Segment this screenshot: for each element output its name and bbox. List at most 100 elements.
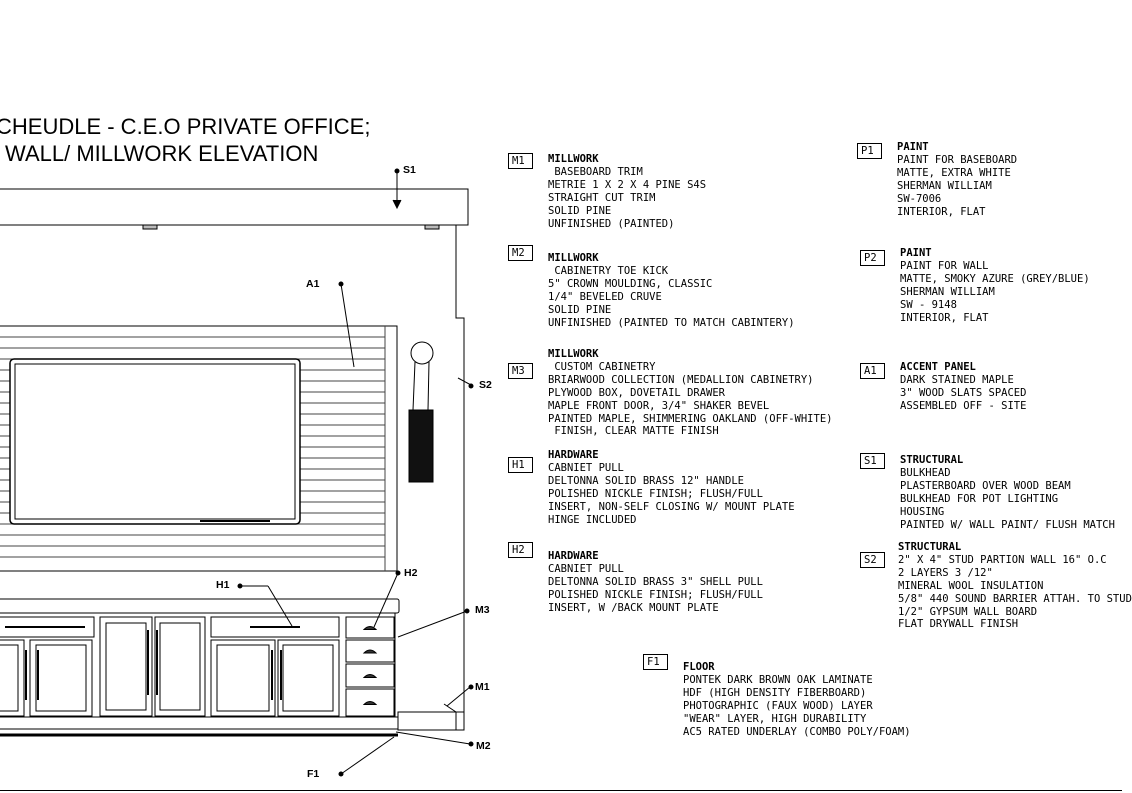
spec-line: INTERIOR, FLAT	[897, 205, 986, 218]
shell-pull	[362, 674, 378, 678]
spec-line: MATTE, EXTRA WHITE	[897, 166, 1011, 179]
spec-line: DELTONNA SOLID BRASS 12" HANDLE	[548, 474, 744, 487]
spec-line: INTERIOR, FLAT	[900, 311, 989, 324]
spec-line: 5" CROWN MOULDING, CLASSIC	[548, 277, 713, 290]
spec-line: BULKHEAD FOR POT LIGHTING	[900, 492, 1059, 505]
spec-line: CUSTOM CABINETRY	[548, 360, 656, 373]
spec-heading: HARDWARE	[548, 449, 599, 461]
cabinet-door-panel	[282, 644, 334, 712]
spec-heading: FLOOR	[683, 661, 715, 673]
spec-heading: PAINT	[900, 247, 932, 259]
spec-heading: STRUCTURAL	[898, 541, 962, 553]
cabinet-door	[0, 639, 25, 717]
spec-line: 5/8" 440 SOUND BARRIER ATTAH. TO STUD	[898, 592, 1132, 605]
drawer-stack	[345, 616, 395, 717]
spec-heading: ACCENT PANEL	[900, 361, 976, 373]
spec-line: UNFINISHED (PAINTED TO MATCH CABINTERY)	[548, 316, 795, 329]
spec-line: SOLID PINE	[548, 303, 612, 316]
baseboard-trim	[397, 711, 465, 731]
spec-line: PAINT FOR WALL	[900, 259, 989, 272]
spec-line: CABINETRY TOE KICK	[548, 264, 669, 277]
cabinet-door	[99, 616, 153, 717]
spec-line: PLYWOOD BOX, DOVETAIL DRAWER	[548, 386, 726, 399]
bulkhead	[0, 188, 469, 226]
callout-a1: A1	[306, 278, 320, 290]
spec-line: HDF (HIGH DENSITY FIBERBOARD)	[683, 686, 867, 699]
cabinet-door	[277, 639, 340, 717]
spec-line: SOLID PINE	[548, 204, 612, 217]
countertop	[0, 598, 400, 614]
callout-h1: H1	[216, 579, 230, 591]
spec-line: INSERT, W /BACK MOUNT PLATE	[548, 601, 719, 614]
drawer-box	[345, 639, 395, 663]
spec-heading: PAINT	[897, 141, 929, 153]
pendant-lamp	[410, 341, 434, 365]
spec-heading: MILLWORK	[548, 348, 599, 360]
spec-line: UNFINISHED (PAINTED)	[548, 217, 675, 230]
pot-light-left	[142, 224, 158, 230]
spec-heading: HARDWARE	[548, 550, 599, 562]
pendant-cord-right	[427, 361, 430, 411]
base-cabinet	[0, 612, 396, 718]
drawer-box	[345, 663, 395, 688]
spec-line: BASEBOARD TRIM	[548, 165, 643, 178]
shell-pull	[362, 649, 378, 654]
spec-line: BRIARWOOD COLLECTION (MEDALLION CABINETR…	[548, 373, 814, 386]
callout-f1: F1	[307, 768, 320, 780]
cabinet-door-panel	[216, 644, 270, 712]
cabinet-door	[154, 616, 206, 717]
spec-line: DELTONNA SOLID BRASS 3" SHELL PULL	[548, 575, 763, 588]
spec-line: SW-7006	[897, 192, 942, 205]
baseboard-trim-edge	[443, 703, 457, 730]
spec-line: FINISH, CLEAR MATTE FINISH	[548, 425, 719, 438]
spec-line: 3" WOOD SLATS SPACED	[900, 386, 1027, 399]
cabinet-door	[210, 639, 276, 717]
spec-line: FLAT DRYWALL FINISH	[898, 618, 1019, 631]
spec-tag-p1: P1	[857, 143, 882, 159]
spec-line: BULKHEAD	[900, 466, 951, 479]
spec-tag-f1: F1	[643, 654, 668, 670]
spec-heading: STRUCTURAL	[900, 454, 964, 466]
callout-m1: M1	[475, 681, 490, 693]
spec-line: MINERAL WOOL INSULATION	[898, 579, 1044, 592]
spec-line: POLISHED NICKLE FINISH; FLUSH/FULL	[548, 588, 763, 601]
callout-m2: M2	[476, 740, 491, 752]
spec-line: INSERT, NON-SELF CLOSING W/ MOUNT PLATE	[548, 500, 795, 513]
callout-s1: S1	[403, 164, 416, 176]
cabinet-door-panel	[35, 644, 87, 712]
drawer-front	[210, 616, 340, 638]
tv-screen	[14, 363, 296, 520]
accent-panel	[0, 325, 398, 572]
spec-line: HINGE INCLUDED	[548, 513, 637, 526]
cabinet-door-panel	[0, 644, 19, 712]
spec-tag-a1: A1	[860, 363, 885, 379]
spec-heading: MILLWORK	[548, 153, 599, 165]
spec-line: PLASTERBOARD OVER WOOD BEAM	[900, 479, 1071, 492]
spec-line: 2" X 4" STUD PARTION WALL 16" O.C	[898, 553, 1107, 566]
callout-m3: M3	[475, 604, 490, 616]
spec-line: MATTE, SMOKY AZURE (GREY/BLUE)	[900, 272, 1090, 285]
cabinet-door-panel	[159, 622, 201, 711]
spec-line: 1/4" BEVELED CRUVE	[548, 290, 662, 303]
cabinet-door	[29, 639, 93, 717]
drawer-box	[345, 616, 395, 639]
spec-line: PAINT FOR BASEBOARD	[897, 153, 1018, 166]
spec-line: CABNIET PULL	[548, 461, 624, 474]
spec-tag-m1: M1	[508, 153, 533, 169]
spec-tag-h2: H2	[508, 542, 533, 558]
spec-line: PHOTOGRAPHIC (FAUX WOOD) LAYER	[683, 699, 873, 712]
spec-line: DARK STAINED MAPLE	[900, 373, 1014, 386]
pendant-cord-left	[412, 361, 416, 411]
spec-line: 1/2" GYPSUM WALL BOARD	[898, 605, 1038, 618]
cabinet-door-panel	[105, 622, 147, 711]
drawing-title-line-2: WALL/ MILLWORK ELEVATION	[5, 141, 319, 166]
